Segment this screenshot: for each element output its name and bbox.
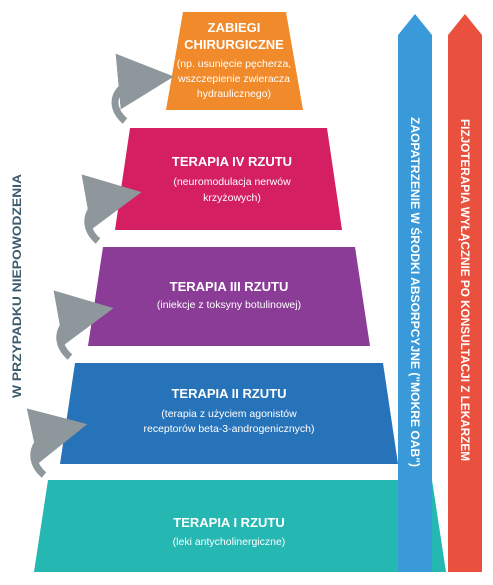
tier-5-title-line-2: CHIRURGICZNE — [184, 37, 284, 52]
tier-2-desc-line-2: receptorów beta-3-androgenicznych) — [143, 423, 314, 435]
absorbent-supplies-bar — [398, 14, 432, 572]
curved-arrow-icon — [81, 174, 142, 244]
tier-4-block — [115, 128, 342, 230]
tier-5-desc-line-2: wszczepienie zwieracza — [177, 73, 290, 85]
curved-arrow-icon — [53, 290, 114, 360]
tier-3-block — [88, 247, 370, 346]
physiotherapy-label: FIZJOTERAPIA WYŁĄCZNIE PO KONSULTACJI Z … — [458, 119, 470, 461]
tier-1-title: TERAPIA I RZUTU — [173, 515, 284, 530]
curved-arrow-icon — [111, 53, 174, 124]
tier-5-title-line-1: ZABIEGI — [208, 20, 261, 35]
tier-2-desc-line-1: (terapia z użyciem agonistów — [161, 408, 297, 420]
tier-3-desc-line-1: (iniekcje z toksyny botulinowej) — [157, 299, 301, 311]
tier-4-desc-line-1: (neuromodulacja nerwów — [173, 176, 291, 188]
failure-side-label: W PRZYPADKU NIEPOWODZENIA — [12, 174, 24, 398]
tier-2-title: TERAPIA II RZUTU — [171, 386, 286, 401]
tier-4-desc-line-2: krzyżowych) — [203, 192, 261, 204]
tier-4-title: TERAPIA IV RZUTU — [172, 154, 292, 169]
tier-5-desc-line-3: hydraulicznego) — [197, 88, 271, 100]
curved-arrow-icon — [26, 408, 88, 478]
tier-5-block — [166, 12, 303, 110]
tier-1-desc-line-1: (leki antycholinergiczne) — [173, 536, 286, 548]
tier-1-block — [34, 480, 446, 572]
physiotherapy-bar — [448, 14, 482, 572]
tier-2-block — [60, 363, 398, 464]
tier-5-desc-line-1: (np. usunięcie pęcherza, — [177, 58, 291, 70]
tier-3-title: TERAPIA III RZUTU — [170, 279, 289, 294]
absorbent-supplies-label: ZAOPATRZENIE W ŚRODKI ABSORPCYJNE ("MOKR… — [408, 117, 421, 467]
